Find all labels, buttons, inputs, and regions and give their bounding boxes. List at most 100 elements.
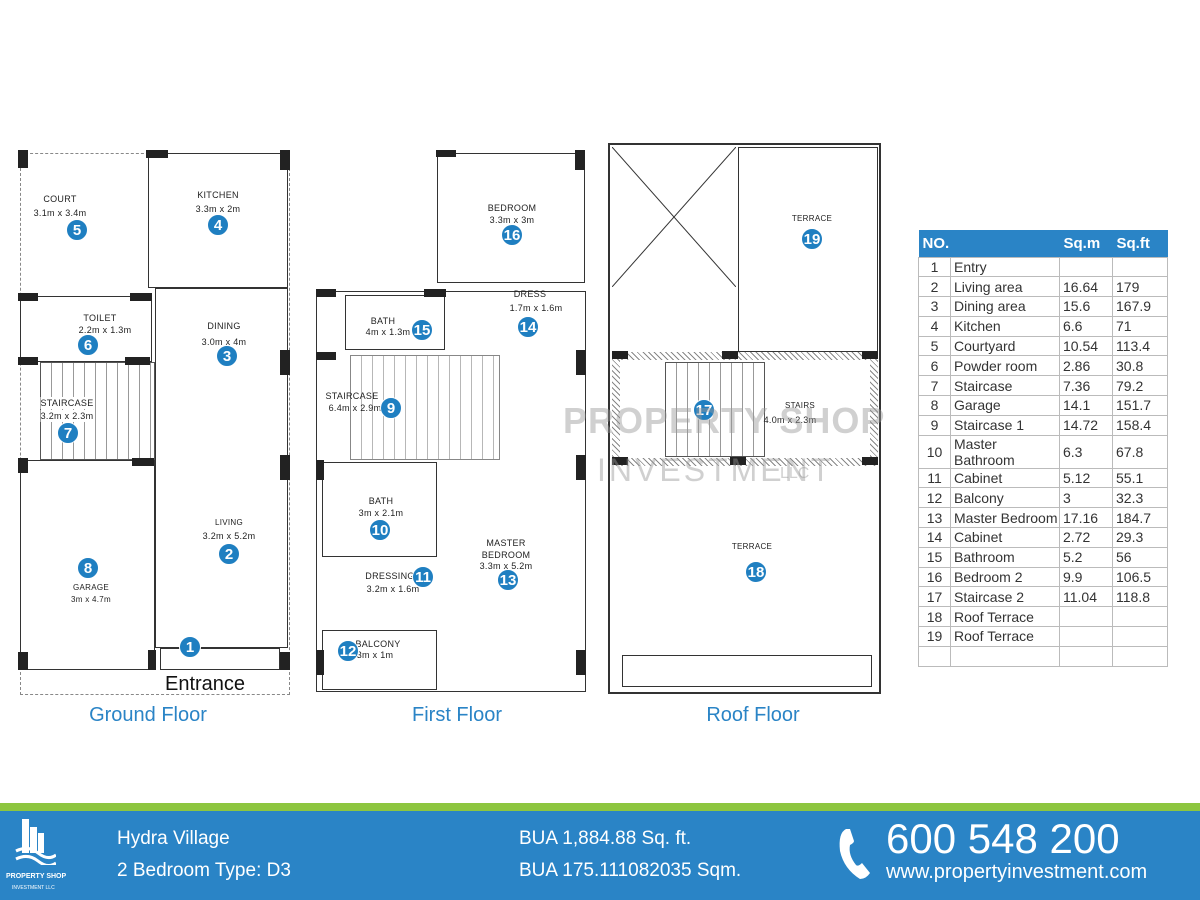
master-bath-walls: [322, 462, 437, 557]
area-sqm: [1059, 645, 1113, 667]
room-name: Staircase: [950, 375, 1060, 397]
roof-floor-caption: Roof Floor: [706, 704, 800, 726]
room-badge: 3: [216, 345, 238, 367]
room-dims: 3.2m x 2.3m: [40, 410, 94, 422]
room-name: Kitchen: [950, 315, 1060, 337]
room-label: STAIRS: [784, 401, 816, 410]
area-sqft: 158.4: [1112, 414, 1168, 436]
area-sqft: 106.5: [1112, 566, 1168, 588]
unit-type: 2 Bedroom Type: D3: [117, 860, 291, 881]
room-badge: 19: [801, 228, 823, 250]
logo-subname: INVESTMENT LLC: [12, 885, 55, 891]
room-name: Cabinet: [950, 527, 1060, 548]
room-label: TERRACE: [731, 542, 773, 551]
row-number: 10: [918, 434, 951, 469]
row-number: 4: [918, 315, 951, 337]
phone-number[interactable]: 600 548 200: [886, 815, 1120, 862]
staircase-steps: [350, 355, 500, 460]
row-number: 13: [918, 507, 951, 529]
area-sqft: 167.9: [1112, 296, 1168, 317]
area-sqm: 6.6: [1059, 315, 1113, 337]
room-name: Entry: [950, 256, 1060, 278]
room-name: Roof Terrace: [950, 606, 1060, 628]
room-name: Master Bedroom: [950, 507, 1060, 529]
room-badge: 15: [411, 319, 433, 341]
area-sqft: [1112, 256, 1168, 278]
area-sqft: 29.3: [1112, 527, 1168, 548]
room-badge: 12: [337, 640, 359, 662]
area-sqm: 3: [1059, 487, 1113, 509]
room-badge: 2: [218, 543, 240, 565]
row-number: 12: [918, 487, 951, 509]
area-sqft: 32.3: [1112, 487, 1168, 509]
room-dims: 3.3m x 3m: [489, 215, 535, 225]
parapet: [622, 655, 872, 687]
row-number: 18: [918, 606, 951, 628]
room-dims: 3.0m x 4m: [201, 337, 247, 347]
logo-name: PROPERTY SHOP: [6, 873, 67, 880]
header-sqm: Sq.m: [1059, 230, 1113, 257]
entrance-label: Entrance: [165, 673, 246, 695]
room-dims: 3.3m x 2m: [195, 204, 241, 214]
room-badge: 13: [497, 569, 519, 591]
phone-icon: [839, 829, 870, 879]
project-name: Hydra Village: [117, 828, 230, 849]
room-label: LIVING: [214, 518, 244, 527]
room-name: Dining area: [950, 296, 1060, 317]
first-floor-caption: First Floor: [412, 704, 502, 726]
row-number: 11: [918, 467, 951, 489]
room-badge: 11: [412, 566, 434, 588]
website-link[interactable]: www.propertyinvestment.com: [886, 861, 1148, 883]
roof-void-cross: [612, 147, 736, 287]
row-number: 17: [918, 586, 951, 608]
room-label: GARAGE: [72, 583, 110, 592]
area-sqft: [1112, 645, 1168, 667]
area-sqm: 5.12: [1059, 467, 1113, 489]
room-badge: 8: [77, 557, 99, 579]
room-name: Garage: [950, 395, 1060, 416]
room-dims: 4.0m x 2.3m: [763, 415, 817, 425]
room-label: BEDROOM: [487, 203, 537, 213]
room-dims: 3m x 2.1m: [358, 508, 404, 518]
area-sqft: 113.4: [1112, 335, 1168, 357]
row-number: 15: [918, 546, 951, 568]
room-name: Powder room: [950, 355, 1060, 377]
area-sqm: 2.86: [1059, 355, 1113, 377]
room-dims: 3.1m x 3.4m: [33, 208, 87, 218]
roof-outline: [608, 143, 881, 694]
area-sqft: 56: [1112, 546, 1168, 568]
table-header: NO. Sq.m Sq.ft: [918, 230, 1168, 257]
room-dims: 3m x 1m: [356, 650, 394, 660]
room-name: Living area: [950, 276, 1060, 298]
room-badge: 5: [66, 219, 88, 241]
room-name: Bedroom 2: [950, 566, 1060, 588]
room-label: MASTER BEDROOM: [481, 538, 531, 560]
room-badge: 6: [77, 334, 99, 356]
footer-accent-bar: [0, 803, 1200, 811]
toilet-walls: [20, 296, 152, 362]
room-dims: 6.4m x 2.9m: [328, 403, 382, 413]
row-number: 19: [918, 626, 951, 647]
room-dims: 4m x 1.3m: [365, 327, 411, 337]
room-badge: 9: [380, 397, 402, 419]
area-sqm: 9.9: [1059, 566, 1113, 588]
room-label: TERRACE: [791, 214, 833, 223]
room-name: [950, 645, 1060, 667]
room-name: Master Bathroom: [950, 434, 1060, 469]
room-name: Cabinet: [950, 467, 1060, 489]
area-sqm: 2.72: [1059, 527, 1113, 548]
area-sqm: 6.3: [1059, 434, 1113, 469]
room-dims: 3.3m x 5.2m: [479, 561, 533, 571]
header-sqft: Sq.ft: [1112, 230, 1168, 257]
